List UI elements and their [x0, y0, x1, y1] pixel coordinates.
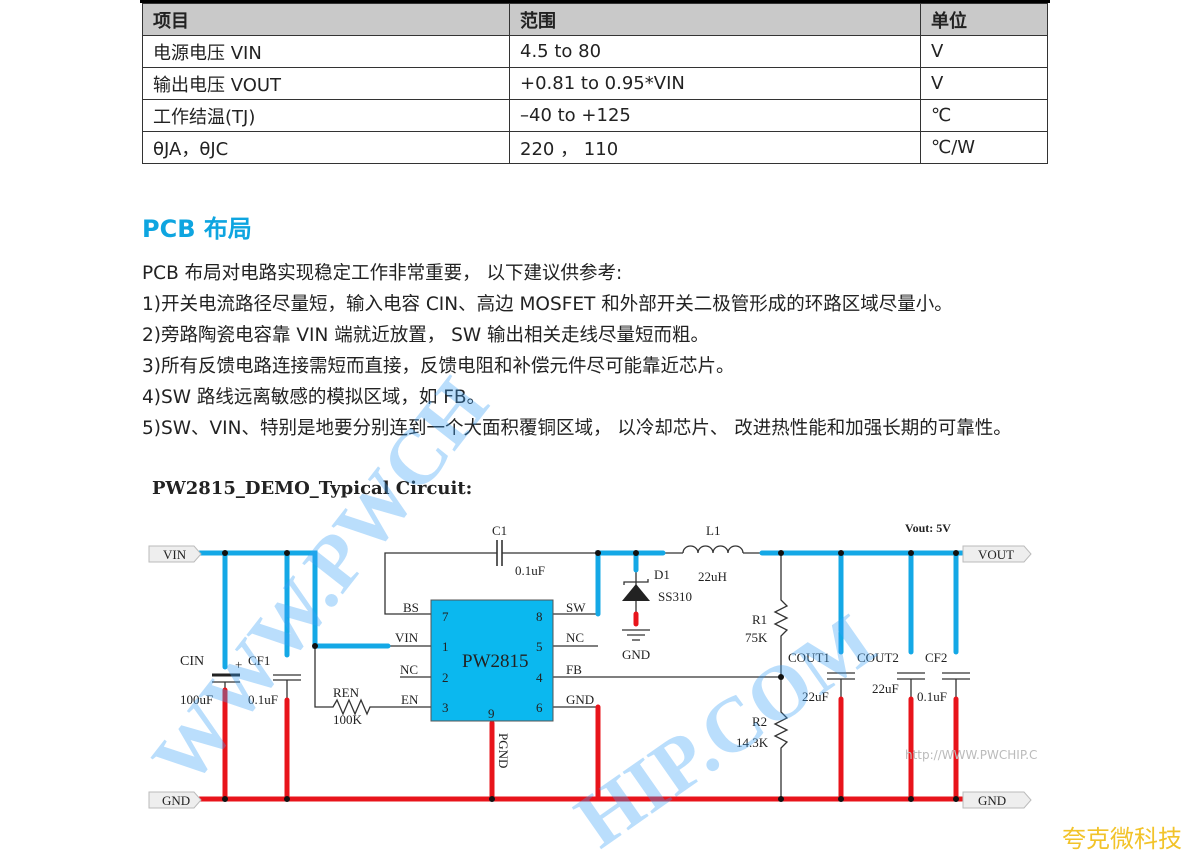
section-body: PCB 布局对电路实现稳定工作非常重要， 以下建议供参考: 1)开关电流路径尽量…	[142, 258, 1052, 444]
junction-dots	[222, 550, 959, 802]
polarity-mark: +	[235, 657, 242, 672]
part-value: 22uF	[802, 689, 829, 704]
part-label: CIN	[180, 654, 204, 669]
port-tags	[148, 545, 1032, 809]
paragraph: 5)SW、VIN、特别是地要分别连到一个大面积覆铜区域， 以冷却芯片、 改进热性…	[142, 418, 1012, 439]
header-unit: 单位	[920, 3, 1048, 36]
ic-chip	[430, 599, 554, 722]
part-value: 22uH	[698, 569, 727, 584]
pin-number: 2	[442, 670, 449, 685]
part-label: C1	[492, 523, 507, 538]
part-label: L1	[706, 523, 720, 538]
cell: ℃	[920, 99, 1048, 132]
cell: V	[920, 67, 1048, 100]
paragraph: 4)SW 路线远离敏感的模拟区域，如 FB。	[142, 387, 486, 408]
pin-label: PGND	[496, 733, 511, 768]
pin-number: 1	[442, 639, 449, 654]
part-label: R1	[752, 612, 767, 627]
part-label: REN	[333, 685, 360, 700]
ground-label: GND	[622, 647, 650, 662]
part-label: R2	[752, 714, 767, 729]
part-value: 22uF	[872, 681, 899, 696]
pin-number: 3	[442, 700, 449, 715]
pin-label: NC	[566, 630, 584, 645]
vout-note: Vout: 5V	[905, 521, 951, 535]
part-value: 100K	[333, 712, 363, 727]
part-value: 75K	[745, 630, 768, 645]
circuit-title: PW2815_DEMO_Typical Circuit:	[152, 478, 473, 499]
part-value: 0.1uF	[515, 563, 545, 578]
pin-label: EN	[401, 692, 419, 707]
cell: 输出电压 VOUT	[142, 67, 510, 100]
cell: θJA，θJC	[142, 131, 510, 164]
pin-number: 4	[536, 670, 543, 685]
paragraph: PCB 布局对电路实现稳定工作非常重要， 以下建议供参考:	[142, 263, 623, 284]
part-value: 0.1uF	[917, 689, 947, 704]
part-value: 14.3K	[736, 735, 769, 750]
part-label: COUT2	[857, 650, 899, 665]
table-header-row: 项目 范围 单位	[142, 3, 1048, 36]
section-title: PCB 布局	[142, 215, 252, 243]
url-note: http://WWW.PWCHIP.C	[905, 748, 1037, 762]
pin-label: VIN	[395, 630, 419, 645]
pin-number: 7	[442, 609, 449, 624]
cell: ℃/W	[920, 131, 1048, 164]
port-vin: VIN	[163, 547, 187, 562]
part-label: COUT1	[788, 650, 830, 665]
part-value: 0.1uF	[248, 692, 278, 707]
port-gnd-left: GND	[162, 793, 190, 808]
part-label: CF1	[248, 653, 270, 668]
port-vout: VOUT	[978, 547, 1014, 562]
paragraph: 1)开关电流路径尽量短，输入电容 CIN、高边 MOSFET 和外部开关二极管形…	[142, 294, 953, 315]
paragraph: 2)旁路陶瓷电容靠 VIN 端就近放置， SW 输出相关走线尽量短而粗。	[142, 325, 709, 346]
pin-label: SW	[566, 600, 586, 615]
port-gnd-right: GND	[978, 793, 1006, 808]
top-rule	[140, 0, 1050, 3]
header-range: 范围	[509, 3, 921, 36]
header-item: 项目	[142, 3, 510, 36]
diode-icon	[622, 584, 650, 601]
watermark-text: WWW.PWCH	[135, 362, 505, 801]
ic-name: PW2815	[462, 651, 529, 672]
paragraph: 3)所有反馈电路连接需短而直接，反馈电阻和补偿元件尽可能靠近芯片。	[142, 356, 735, 377]
pin-label: FB	[566, 662, 582, 677]
cell: 4.5 to 80	[509, 35, 921, 68]
part-value: 100uF	[180, 692, 213, 707]
pin-label: BS	[403, 600, 419, 615]
pin-label: GND	[566, 692, 594, 707]
pin-number: 6	[536, 700, 543, 715]
cell: V	[920, 35, 1048, 68]
pin-label: NC	[400, 662, 418, 677]
gnd-net	[197, 611, 965, 802]
cell: 220 ， 110	[509, 131, 921, 164]
pin-number: 5	[536, 639, 543, 654]
cell: 电源电压 VIN	[142, 35, 510, 68]
pin-number: 8	[536, 609, 543, 624]
corner-brand: 夸克微科技	[1062, 825, 1182, 853]
part-value: SS310	[658, 589, 692, 604]
pin-number: 9	[488, 706, 495, 721]
part-label: CF2	[925, 650, 947, 665]
part-label: D1	[654, 567, 670, 582]
